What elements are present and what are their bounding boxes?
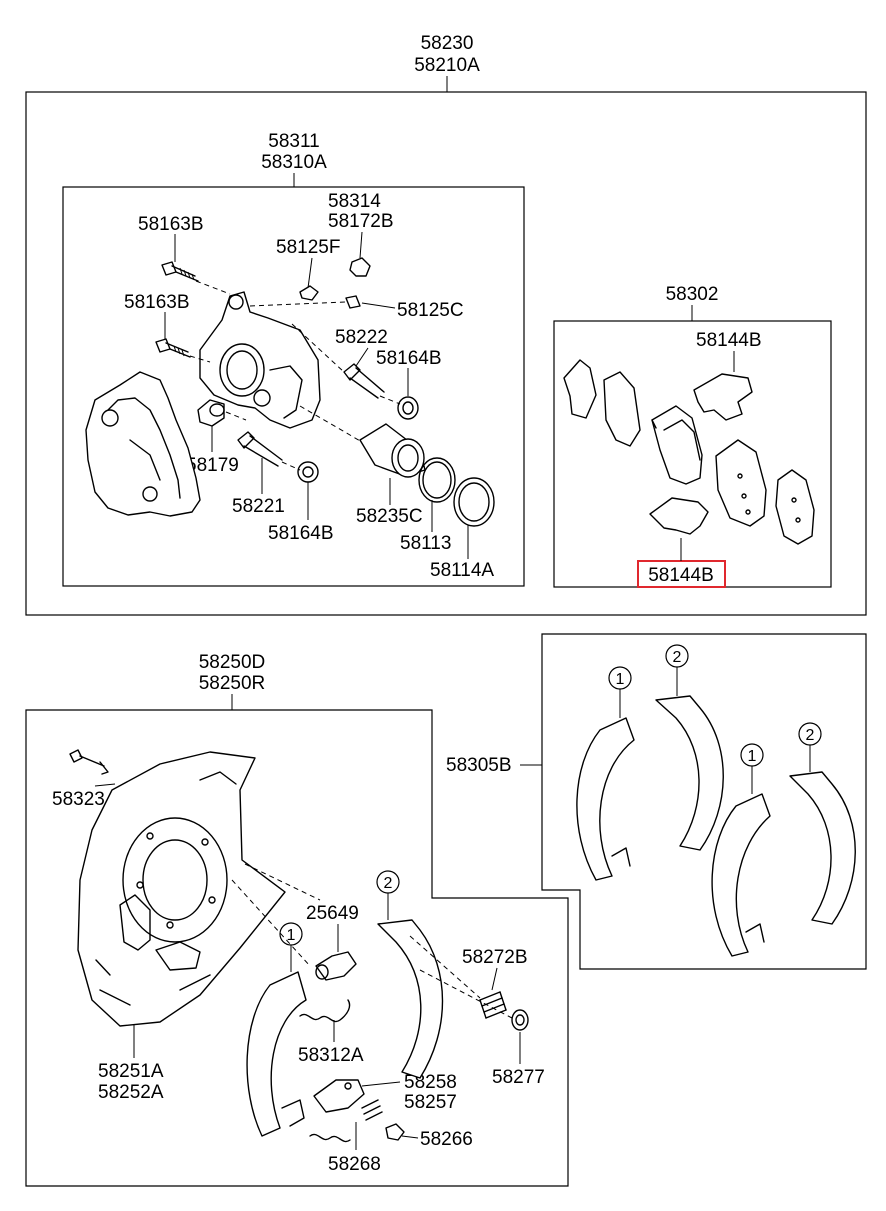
caliper-leaders (164, 231, 469, 559)
label-bleeder-cap-c[interactable]: 58125C (397, 300, 464, 321)
callout-2-kit-b: 2 (798, 722, 822, 772)
callout-1-left-text: 1 (287, 927, 296, 944)
assembly-label-2[interactable]: 58210A (414, 55, 480, 76)
label-bolt-upper[interactable]: 58163B (138, 214, 204, 235)
label-adjuster[interactable]: 25649 (306, 903, 359, 924)
spring-upper-part (299, 999, 351, 1023)
label-plate-2[interactable]: 58252A (98, 1082, 164, 1103)
callout-2-kit-a: 2 (665, 644, 689, 696)
label-piston[interactable]: 58235C (356, 506, 423, 527)
pad-shim-plate-right (775, 469, 815, 545)
label-clip[interactable]: 58266 (420, 1129, 473, 1150)
label-lever-2[interactable]: 58257 (404, 1092, 457, 1113)
spring-lower-part (309, 1099, 383, 1143)
label-bolt-lower[interactable]: 58163B (124, 292, 190, 313)
bushing (197, 399, 225, 427)
pad-shim-plate-left (603, 371, 641, 447)
guide-pin-upper (343, 363, 385, 399)
backing-assembly-axes (231, 863, 513, 1019)
label-spring-adjust[interactable]: 58272B (462, 947, 528, 968)
label-boot-upper[interactable]: 58164B (376, 348, 442, 369)
pad-outer (715, 439, 767, 527)
label-plate-1[interactable]: 58251A (98, 1061, 164, 1082)
shoe-kit-shoe-2b (789, 771, 856, 925)
boot-upper (397, 396, 419, 420)
label-spring-lower[interactable]: 58268 (328, 1154, 381, 1175)
shoe-kit-frame (541, 633, 867, 970)
assembly-label-1[interactable]: 58230 (421, 33, 474, 54)
pad-shim-lower (649, 497, 709, 535)
callout-1-kit-b: 1 (740, 743, 764, 794)
label-boot-lower[interactable]: 58164B (268, 523, 334, 544)
pad-kit-label[interactable]: 58302 (666, 284, 719, 305)
label-shim-lower-highlighted[interactable]: 58144B (648, 565, 714, 586)
pad-shim-clip-left (563, 359, 597, 419)
shoe-kit-shoe-2a (655, 695, 724, 851)
label-piston-boot[interactable]: 58114A (430, 560, 494, 581)
shoe-left-2 (377, 919, 444, 1079)
label-shim-upper[interactable]: 58144B (696, 330, 762, 351)
caliper-bolt-upper (161, 261, 199, 282)
shoe-kit-shoe-1b (711, 793, 771, 957)
label-cup[interactable]: 58277 (492, 1067, 545, 1088)
pad-inner (651, 405, 703, 485)
backing-label-2[interactable]: 58250R (199, 673, 266, 694)
piston (359, 423, 426, 478)
piston-boot (453, 477, 495, 527)
shoe-kit-shoe-1a (576, 717, 635, 881)
label-bushing[interactable]: 58179 (186, 455, 239, 476)
spring-adjust-part (479, 991, 507, 1019)
screw-part (69, 749, 109, 775)
shoe-left-1 (246, 971, 307, 1137)
callout-2-kit-b-text: 2 (806, 727, 815, 744)
callout-1-kit-b-text: 1 (748, 748, 757, 765)
bleeder-cap (349, 257, 371, 277)
label-bleeder-cap-1[interactable]: 58314 (328, 191, 381, 212)
assembly-frame (25, 91, 867, 616)
backing-label-1[interactable]: 58250D (199, 652, 266, 673)
bleeder-cap-c (345, 295, 361, 309)
backing-frame (25, 709, 569, 1187)
caliper-assembly-axes (189, 280, 401, 471)
lever-part (313, 1079, 365, 1113)
caliper-frame (62, 186, 525, 587)
boot-lower (297, 461, 319, 483)
caliper-bolt-lower (155, 338, 191, 358)
callout-2-left: 2 (376, 870, 400, 920)
clip-part (385, 1123, 405, 1141)
label-guide-pin-lower[interactable]: 58221 (232, 496, 285, 517)
caliper-label-1[interactable]: 58311 (268, 131, 319, 152)
caliper-bracket (85, 371, 201, 517)
guide-pin-lower (237, 431, 283, 467)
adjuster-part (315, 951, 357, 981)
callout-2-kit-a-text: 2 (673, 649, 682, 666)
cup-part (511, 1009, 529, 1031)
label-spring-upper[interactable]: 58312A (298, 1045, 364, 1066)
bleeder-screw (299, 285, 319, 301)
callout-1-left: 1 (279, 922, 303, 972)
label-guide-pin-upper[interactable]: 58222 (335, 327, 388, 348)
shoe-kit-label[interactable]: 58305B (446, 755, 512, 776)
callout-1-kit-a: 1 (608, 666, 632, 718)
label-piston-seal[interactable]: 58113 (400, 533, 451, 554)
backing-plate (77, 751, 286, 1027)
label-bleeder-cap-2[interactable]: 58172B (328, 211, 394, 232)
caliper-label-2[interactable]: 58310A (261, 152, 327, 173)
pad-shim-upper (693, 373, 753, 421)
piston-seal (418, 457, 456, 503)
label-bleeder-screw[interactable]: 58125F (276, 237, 340, 258)
caliper-body (199, 291, 321, 429)
callout-1-kit-a-text: 1 (616, 671, 625, 688)
callout-2-left-text: 2 (384, 875, 393, 892)
label-screw[interactable]: 58323 (52, 789, 105, 810)
